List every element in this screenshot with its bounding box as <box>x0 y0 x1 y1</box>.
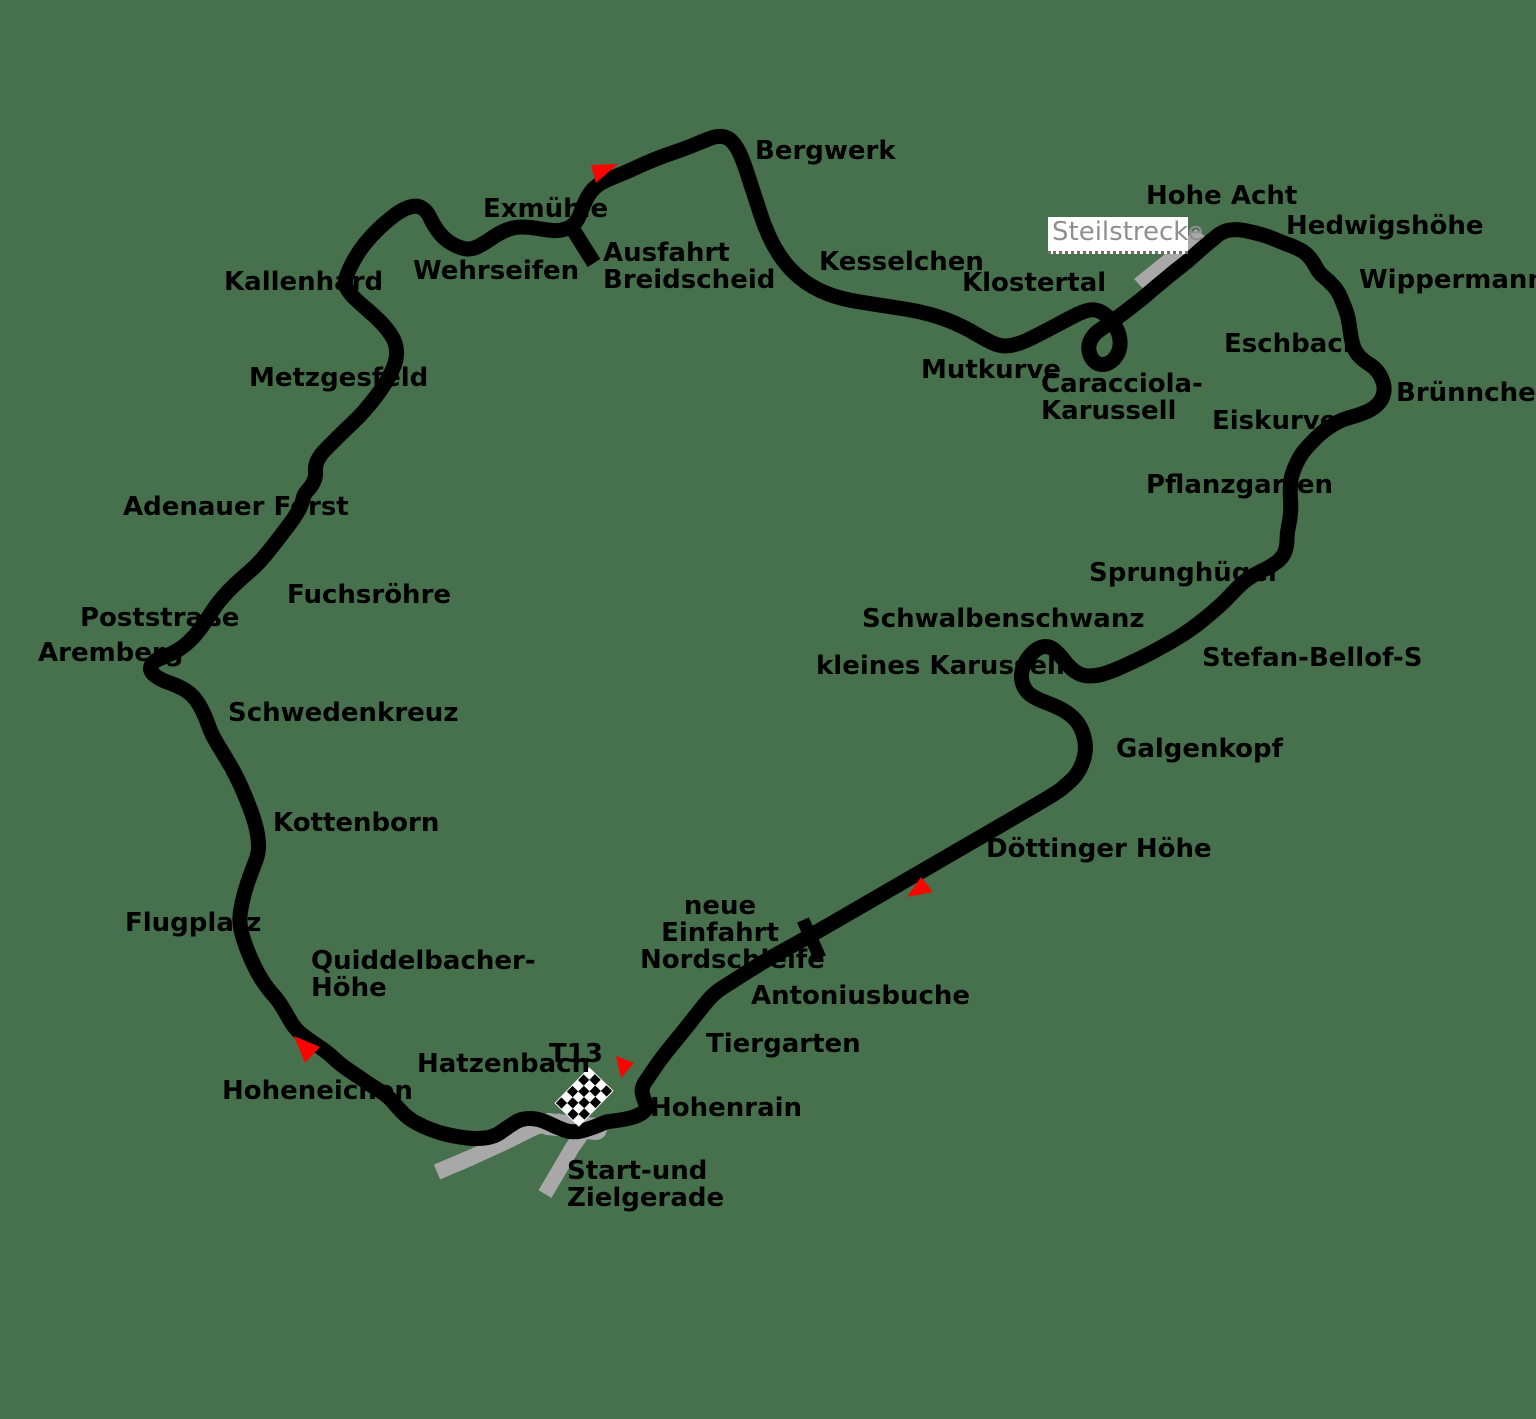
label-schwedenkreuz: Schwedenkreuz <box>228 698 459 728</box>
label-aremberg: Aremberg <box>38 638 184 668</box>
label-hedwigshoehe: Hedwigshöhe <box>1286 211 1484 241</box>
breidscheid-exit-spur <box>565 224 601 267</box>
label-exmuehle: Exmühle <box>483 194 609 224</box>
label-metzgesfeld: Metzgesfeld <box>249 363 429 393</box>
start-finish-flag-icon <box>554 1067 614 1127</box>
steilstrecke-callout-box: Steilstrecke <box>1048 217 1203 254</box>
label-adenauer-forst: Adenauer Forst <box>123 492 349 522</box>
label-caracciola-karussell: Caracciola- Karussell <box>1041 369 1203 426</box>
label-neue-einfahrt: neue Einfahrt Nordschleife <box>640 891 825 975</box>
label-schwalbenschwanz: Schwalbenschwanz <box>862 604 1145 634</box>
label-kesselchen: Kesselchen <box>819 247 984 277</box>
label-eschbach: Eschbach <box>1224 329 1362 359</box>
label-ausfahrt-breidscheid: Ausfahrt Breidscheid <box>603 238 776 295</box>
direction-arrow-hoheneichen <box>294 1036 320 1063</box>
steilstrecke-label: Steilstrecke <box>1052 217 1204 247</box>
label-hatzenbach: Hatzenbach <box>417 1049 591 1079</box>
label-klostertal: Klostertal <box>962 268 1107 298</box>
label-doettinger-hoehe: Döttinger Höhe <box>986 834 1212 864</box>
label-hohe-acht: Hohe Acht <box>1146 181 1298 211</box>
label-wippermann: Wippermann <box>1359 265 1536 295</box>
label-antoniusbuche: Antoniusbuche <box>751 981 971 1011</box>
label-sprunghuegel: Sprunghügel <box>1089 558 1277 588</box>
label-fuchsroehre: Fuchsröhre <box>287 580 452 610</box>
label-bruennchen: Brünnchen <box>1396 378 1536 408</box>
label-kleines-karussell: kleines Karussell <box>816 651 1065 681</box>
label-hohenrain: Hohenrain <box>650 1093 803 1123</box>
label-quiddelbacher-hoehe: Quiddelbacher- Höhe <box>311 946 536 1003</box>
label-pflanzgarten: Pflanzgarten <box>1146 470 1334 500</box>
label-eiskurve: Eiskurve <box>1212 406 1338 436</box>
label-kallenhard: Kallenhard <box>224 267 384 297</box>
label-bergwerk: Bergwerk <box>755 136 896 166</box>
direction-arrow-doettinger-hoehe <box>907 877 933 897</box>
direction-arrow-breidscheid <box>591 164 618 183</box>
label-kottenborn: Kottenborn <box>273 808 440 838</box>
label-hoheneichen: Hoheneichen <box>222 1076 413 1106</box>
entry-cross-tick <box>797 917 826 961</box>
label-flugplatz: Flugplatz <box>125 908 262 938</box>
label-wehrseifen: Wehrseifen <box>413 256 580 286</box>
label-mutkurve: Mutkurve <box>921 355 1062 385</box>
track-path <box>143 128 1392 1146</box>
label-t13: T13 <box>549 1039 603 1069</box>
direction-arrow-t13 <box>616 1056 634 1078</box>
label-tiergarten: Tiergarten <box>706 1029 861 1059</box>
label-stefan-bellof-s: Stefan-Bellof-S <box>1202 643 1423 673</box>
label-start-zielgerade: Start-und Zielgerade <box>567 1156 725 1213</box>
label-poststrasse: Poststraße <box>80 603 240 633</box>
label-galgenkopf: Galgenkopf <box>1116 734 1283 764</box>
